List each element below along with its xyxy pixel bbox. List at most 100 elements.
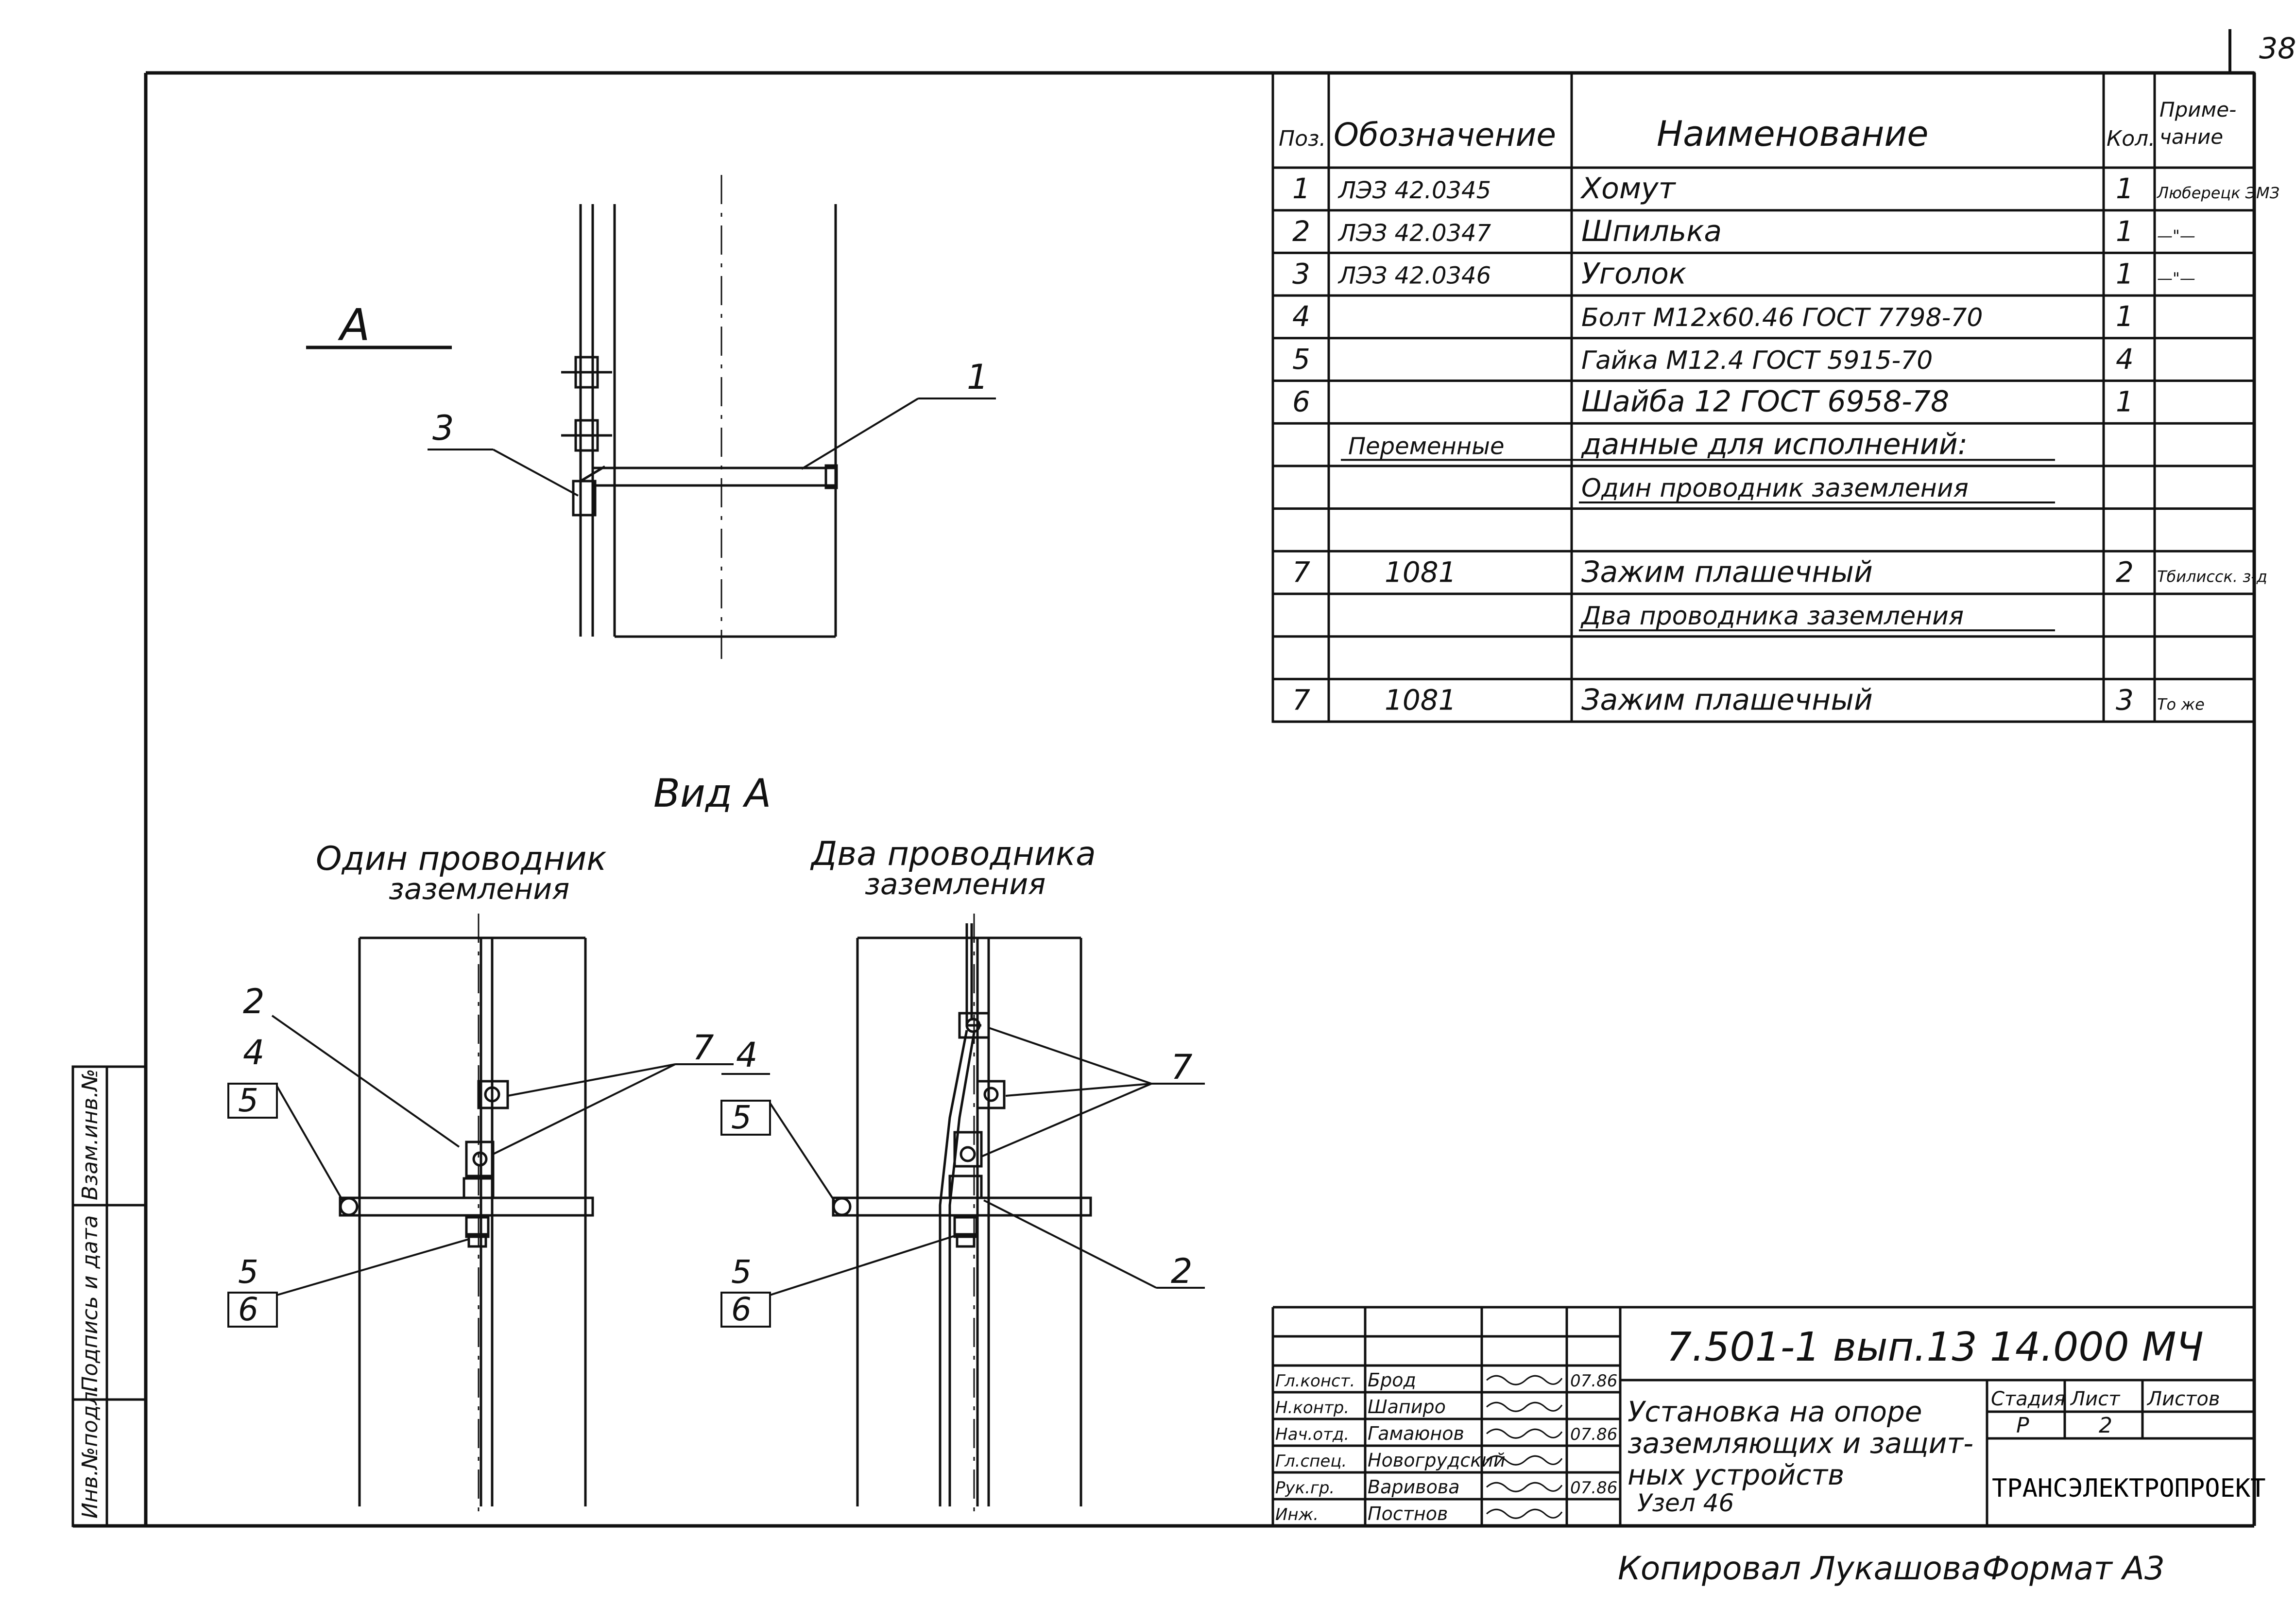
callout-5b-right: 5 xyxy=(731,1253,752,1291)
title-line-2: заземляющих и защит- xyxy=(1628,1427,1973,1460)
stage-label: Стадия xyxy=(1991,1388,2065,1410)
spec-cell-qty: 3 xyxy=(2116,684,2134,717)
title-line-3: ных устройств xyxy=(1628,1458,1844,1491)
spec-cell-name: данные для исполнений: xyxy=(1581,427,1968,461)
view-two-drawing xyxy=(832,914,1092,1511)
spec-cell-qty: 2 xyxy=(2116,555,2134,588)
person-name: Шапиро xyxy=(1368,1396,1446,1418)
callout-6-right: 6 xyxy=(731,1291,752,1328)
title-line-4: Узел 46 xyxy=(1637,1489,1734,1517)
spec-table-grid xyxy=(1271,71,2256,723)
callout-7-left: 7 xyxy=(692,1028,714,1068)
person-role: Гл.спец. xyxy=(1275,1452,1347,1471)
view-one-title-l2: заземления xyxy=(389,872,569,906)
spec-cell-name: Уголок xyxy=(1581,257,1686,291)
callout-5b-left: 5 xyxy=(238,1253,258,1291)
callout-2-left: 2 xyxy=(243,982,265,1021)
person-role: Гл.конст. xyxy=(1275,1371,1355,1391)
spec-cell-name: Шпилька xyxy=(1581,214,1722,248)
spec-cell-pos: 6 xyxy=(1292,385,1310,418)
spec-cell-name: Зажим плашечный xyxy=(1581,683,1873,717)
spec-table-header: Поз. Обозначение Наименование Кол. Приме… xyxy=(1279,98,2236,154)
spec-cell-name: Шайба 12 ГОСТ 6958-78 xyxy=(1581,385,1949,419)
header-name: Наименование xyxy=(1657,113,1929,154)
callout-4-right: 4 xyxy=(736,1035,758,1075)
person-name: Гамаюнов xyxy=(1368,1423,1464,1444)
sheets-label: Листов xyxy=(2146,1388,2220,1410)
spec-cell-note: —"— xyxy=(2157,226,2195,245)
section-a-callouts xyxy=(428,398,996,497)
signature-mark xyxy=(1486,1508,1563,1519)
sheet-label: Лист xyxy=(2070,1388,2121,1410)
title-line-1: Установка на опоре xyxy=(1628,1395,1922,1428)
callout-3-top: 3 xyxy=(432,408,454,448)
side-stamp-inv-repl: Взам.инв.№ xyxy=(78,1069,103,1200)
sheet-value: 2 xyxy=(2099,1413,2112,1438)
spec-cell-designation: 1081 xyxy=(1385,555,1456,588)
header-qty: Кол. xyxy=(2107,126,2155,151)
callout-1-top: 1 xyxy=(967,357,989,397)
spec-cell-designation: Переменные xyxy=(1348,432,1505,460)
person-role: Н.контр. xyxy=(1275,1398,1349,1418)
spec-cell-qty: 4 xyxy=(2116,343,2134,376)
spec-cell-qty: 1 xyxy=(2116,215,2134,248)
spec-cell-pos: 1 xyxy=(1292,172,1310,205)
spec-cell-designation: ЛЭЗ 42.0346 xyxy=(1337,262,1491,290)
person-role: Инж. xyxy=(1275,1505,1319,1524)
spec-cell-name: Два проводника заземления xyxy=(1580,602,1964,631)
side-stamp-inv-no: Инв.№подл. xyxy=(78,1384,103,1519)
person-date: 07.86 xyxy=(1570,1371,1617,1391)
spec-cell-note: —"— xyxy=(2157,269,2195,288)
spec-cell-note: Тбилисск. з-д xyxy=(2157,567,2267,586)
spec-cell-note: То же xyxy=(2157,695,2205,714)
person-role: Рук.гр. xyxy=(1275,1478,1335,1498)
spec-cell-pos: 3 xyxy=(1292,258,1310,291)
view-two-title-l1: Два проводника xyxy=(810,835,1096,873)
header-note-l1: Приме- xyxy=(2159,98,2236,121)
section-a-letter: А xyxy=(338,300,370,351)
side-stamp-sign-date: Подпись и дата xyxy=(78,1215,103,1392)
callout-4-left: 4 xyxy=(243,1033,265,1072)
callout-7-right: 7 xyxy=(1171,1047,1193,1087)
side-stamp xyxy=(71,1065,147,1527)
spec-cell-qty: 1 xyxy=(2116,258,2134,291)
header-note-l2: чание xyxy=(2159,125,2223,149)
person-name: Постнов xyxy=(1368,1503,1448,1524)
spec-cell-qty: 1 xyxy=(2116,172,2134,205)
person-role: Нач.отд. xyxy=(1275,1425,1349,1444)
section-a-drawing xyxy=(561,175,838,661)
spec-cell-pos: 4 xyxy=(1292,300,1310,333)
person-name: Брод xyxy=(1368,1369,1416,1391)
spec-cell-name: Один проводник заземления xyxy=(1581,474,1969,503)
sheet-number: 38 xyxy=(2259,32,2296,66)
person-date: 07.86 xyxy=(1570,1478,1617,1498)
callout-6-left: 6 xyxy=(238,1291,258,1328)
spec-cell-pos: 7 xyxy=(1292,684,1310,717)
spec-cell-designation: ЛЭЗ 42.0347 xyxy=(1337,220,1491,247)
view-one-title-l1: Один проводник xyxy=(316,840,606,878)
spec-cell-name: Зажим плашечный xyxy=(1581,555,1873,589)
sheet-number-box: 38 xyxy=(2228,29,2296,73)
header-designation: Обозначение xyxy=(1334,116,1556,154)
spec-cell-name: Хомут xyxy=(1580,172,1677,206)
signature-mark xyxy=(1486,1428,1563,1439)
spec-cell-pos: 7 xyxy=(1292,555,1310,588)
view-two-title-l2: заземления xyxy=(865,867,1045,901)
signature-mark xyxy=(1486,1455,1563,1466)
spec-cell-name: Болт М12х60.46 ГОСТ 7798-70 xyxy=(1581,303,1983,332)
signature-mark xyxy=(1486,1401,1563,1412)
header-pos: Поз. xyxy=(1279,126,1326,151)
person-name: Новогрудский xyxy=(1368,1450,1506,1471)
doc-code: 7.501-1 вып.13 14.000 МЧ xyxy=(1666,1324,2204,1370)
footer-copied: Копировал Лукашова xyxy=(1618,1550,1981,1587)
person-date: 07.86 xyxy=(1570,1425,1617,1444)
spec-cell-name: Гайка М12.4 ГОСТ 5915-70 xyxy=(1581,346,1933,375)
callout-5a-right: 5 xyxy=(731,1099,752,1136)
view-one-callouts xyxy=(227,1015,734,1328)
spec-cell-qty: 1 xyxy=(2116,300,2134,333)
spec-cell-designation: ЛЭЗ 42.0345 xyxy=(1337,177,1491,204)
org-name: ТРАНСЭЛЕКТРОПРОЕКТ xyxy=(1992,1474,2266,1503)
